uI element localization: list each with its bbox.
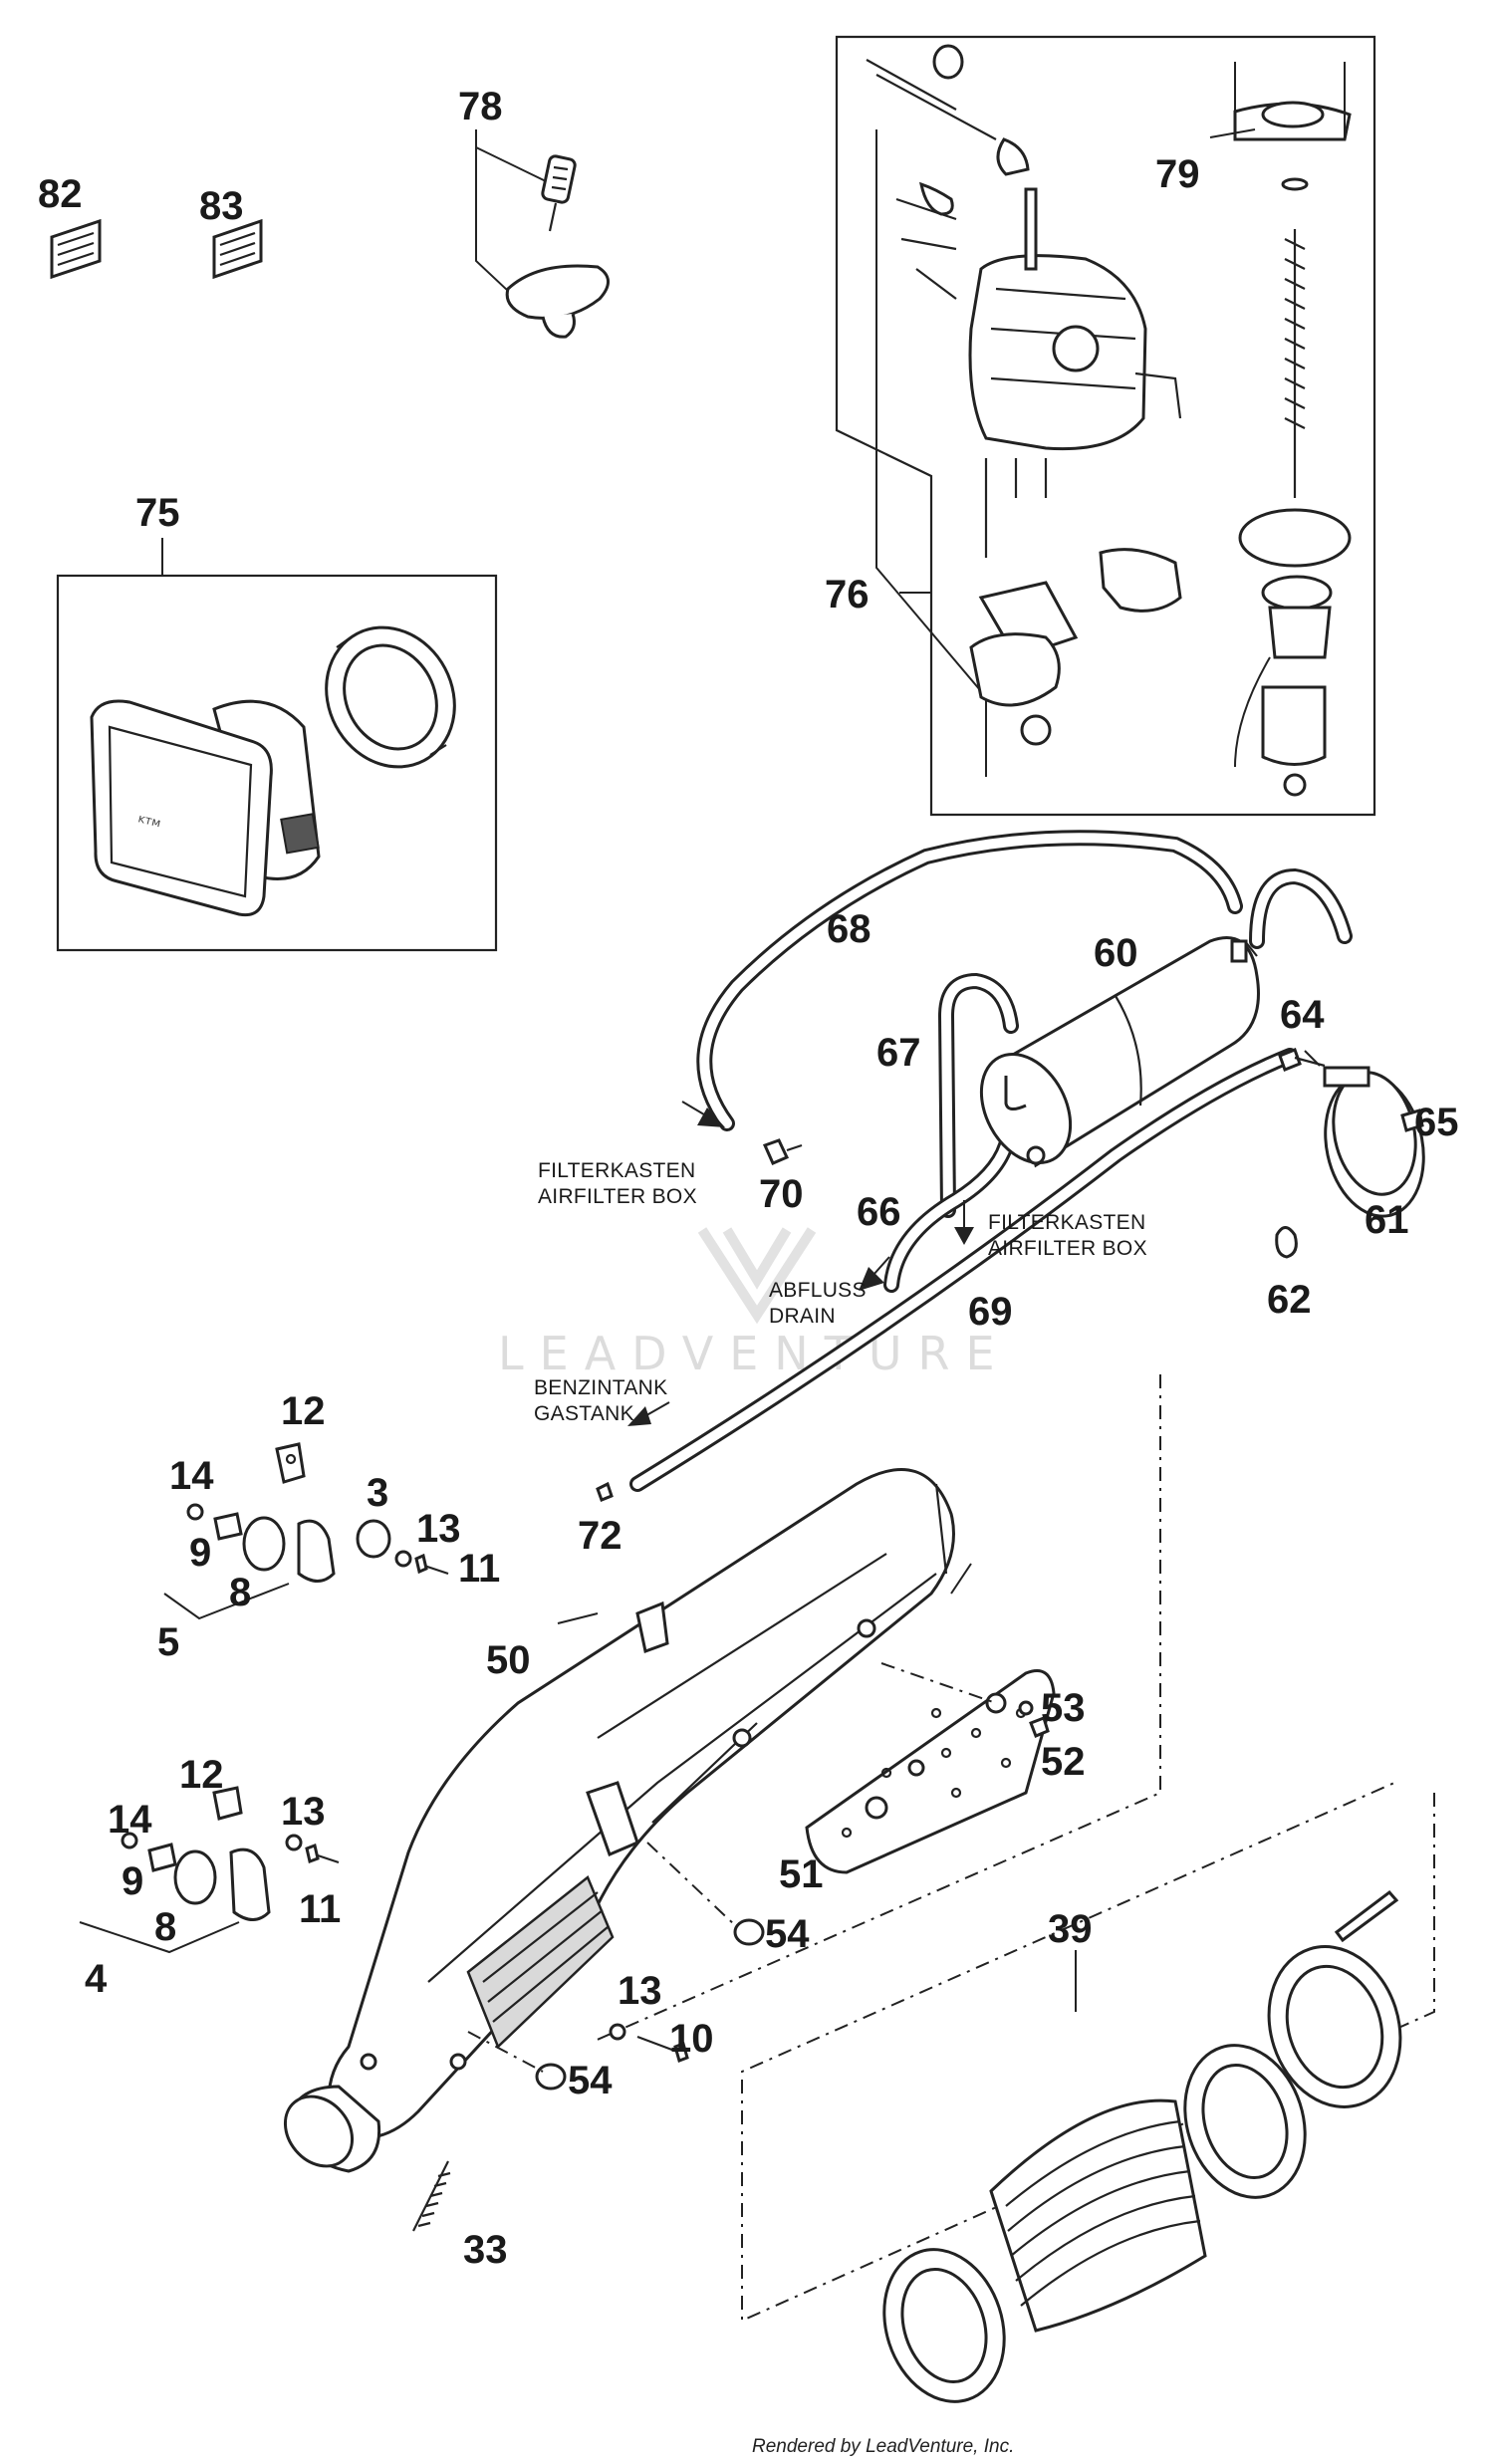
callout-12-upper: 12 [281, 1389, 326, 1433]
mount-set-upper[interactable] [163, 1442, 449, 1620]
callout-54-upper: 54 [765, 1912, 810, 1956]
headlight-75[interactable]: ᴋᴛᴍ [90, 605, 479, 917]
callout-3: 3 [367, 1471, 388, 1515]
carburetor-76[interactable] [866, 44, 1352, 797]
callout-14-lower: 14 [108, 1798, 152, 1842]
bushing-54b[interactable] [535, 2063, 567, 2091]
callout-75: 75 [135, 491, 180, 535]
callout-68: 68 [827, 907, 872, 951]
callout-62: 62 [1267, 1278, 1312, 1322]
hose-69[interactable] [629, 1048, 1298, 1492]
callout-10: 10 [669, 2017, 714, 2061]
callout-83: 83 [199, 184, 244, 228]
callout-82: 82 [38, 172, 83, 216]
note-airfilter-right: AIRFILTER BOX [988, 1237, 1147, 1260]
callout-64: 64 [1280, 993, 1325, 1037]
washer-53[interactable] [1018, 1700, 1034, 1716]
mount-set-lower[interactable] [79, 1786, 340, 1954]
key-and-cap-78[interactable] [475, 129, 610, 339]
callout-65: 65 [1414, 1101, 1459, 1144]
decal-82[interactable] [50, 218, 102, 280]
note-abfluss: ABFLUSS [769, 1279, 867, 1302]
callout-53: 53 [1041, 1686, 1086, 1730]
headlight-box-75 [56, 574, 498, 952]
callout-13-lower: 13 [281, 1790, 326, 1834]
heat-shield-51[interactable] [805, 1669, 1056, 1874]
hose-66[interactable] [883, 1137, 1014, 1293]
callout-67: 67 [876, 1031, 921, 1075]
part-62[interactable] [1275, 1226, 1298, 1259]
callout-11-lower: 11 [299, 1887, 341, 1931]
bushing-54a[interactable] [733, 1918, 765, 1946]
note-gastank: GASTANK [534, 1402, 634, 1425]
note-filterkasten-right: FILTERKASTEN [988, 1211, 1145, 1234]
callout-9-lower: 9 [122, 1859, 143, 1903]
fitting-70[interactable] [762, 1138, 803, 1165]
hose-top-right[interactable] [1249, 867, 1353, 949]
callout-8-upper: 8 [229, 1571, 251, 1614]
callout-69: 69 [968, 1290, 1013, 1334]
silencer-packing-39[interactable] [866, 1889, 1420, 2417]
callout-52: 52 [1041, 1740, 1086, 1784]
callout-33: 33 [463, 2228, 508, 2272]
callout-78: 78 [458, 85, 503, 128]
callout-9-upper: 9 [189, 1531, 211, 1575]
callout-8-lower: 8 [154, 1905, 176, 1949]
callout-76: 76 [825, 573, 870, 616]
screw-52[interactable] [1029, 1716, 1050, 1738]
silencer-50[interactable] [272, 1468, 955, 2179]
note-airfilter-left: AIRFILTER BOX [538, 1185, 697, 1208]
callout-5: 5 [157, 1620, 179, 1664]
fitting-72[interactable] [596, 1481, 614, 1502]
clamp-61[interactable] [1313, 1065, 1436, 1225]
watermark-text: LEADVENTURE [498, 1327, 1011, 1380]
callout-11-upper: 11 [458, 1547, 500, 1591]
callout-50: 50 [486, 1638, 531, 1682]
callout-14-upper: 14 [169, 1454, 214, 1498]
callout-54-lower: 54 [568, 2059, 613, 2102]
screw-10[interactable] [609, 2023, 689, 2063]
hose-68[interactable] [696, 830, 1243, 1131]
watermark: LEADVENTURE [498, 1227, 1011, 1380]
callout-61: 61 [1365, 1198, 1409, 1242]
svg-text:ᴋᴛᴍ: ᴋᴛᴍ [136, 811, 162, 830]
note-drain: DRAIN [769, 1305, 836, 1328]
callout-51: 51 [779, 1852, 824, 1896]
canister-60[interactable] [963, 936, 1260, 1178]
note-filterkasten-left: FILTERKASTEN [538, 1159, 695, 1182]
decal-83[interactable] [212, 218, 263, 280]
hose-67[interactable] [937, 972, 1019, 1218]
spring-33[interactable] [412, 2160, 451, 2232]
callout-66: 66 [857, 1190, 901, 1234]
callout-79: 79 [1155, 152, 1200, 196]
carburetor-box-76 [835, 35, 1376, 817]
callout-13-upper: 13 [416, 1507, 461, 1551]
screw-64[interactable] [1278, 1048, 1326, 1072]
callout-70: 70 [759, 1172, 804, 1216]
callout-13-bottom: 13 [618, 1969, 662, 2013]
callout-12-lower: 12 [179, 1753, 224, 1797]
nut-65[interactable] [1400, 1109, 1424, 1132]
callout-4: 4 [85, 1957, 108, 2001]
credit-text: Rendered by LeadVenture, Inc. [752, 2436, 1014, 2457]
callout-72: 72 [578, 1514, 622, 1558]
callout-60: 60 [1094, 931, 1138, 975]
note-benzintank: BENZINTANK [534, 1376, 667, 1399]
callout-39: 39 [1048, 1907, 1093, 1951]
